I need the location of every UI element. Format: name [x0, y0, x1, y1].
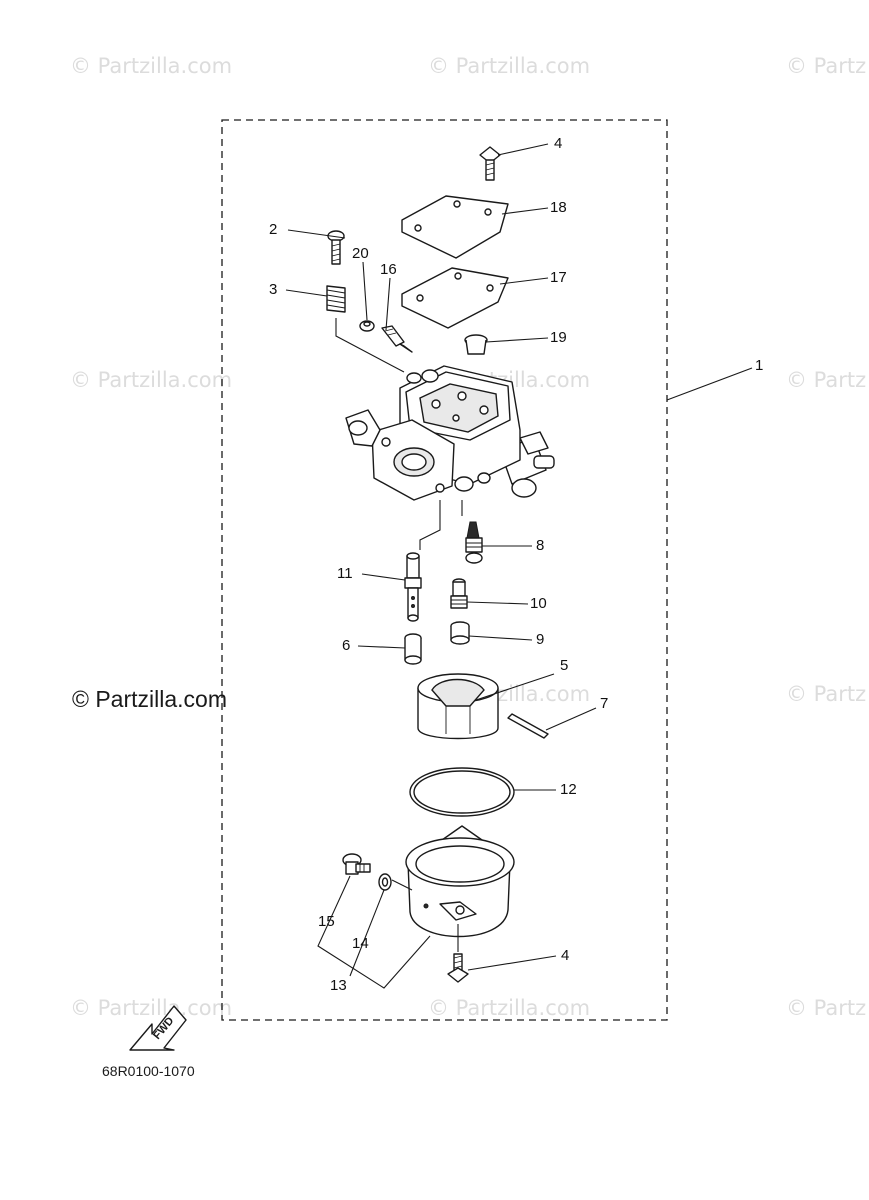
watermark: © Partz — [786, 996, 867, 1020]
watermark: © Partzilla.com — [70, 54, 233, 78]
callout-9: 9 — [536, 631, 545, 648]
callout-6: 6 — [342, 637, 351, 654]
leader-lines — [285, 143, 753, 989]
part-4-bottom-screw — [447, 953, 469, 983]
watermark: © Partzilla.com — [428, 54, 591, 78]
callout-18: 18 — [550, 199, 567, 216]
callout-16: 16 — [380, 261, 397, 278]
part-6-pilot-jet — [404, 633, 422, 665]
part-12-o-ring — [409, 767, 515, 817]
callout-19: 19 — [550, 329, 567, 346]
part-13-float-bowl — [405, 825, 515, 938]
callout-8: 8 — [536, 537, 545, 554]
part-18-cover — [401, 195, 509, 259]
callout-5: 5 — [560, 657, 569, 674]
part-10-jet — [450, 578, 468, 609]
part-3-spring — [326, 285, 346, 313]
callout-14: 14 — [352, 935, 369, 952]
part-16-needle — [381, 325, 413, 353]
part-7-pin — [507, 713, 549, 739]
callout-2: 2 — [269, 221, 278, 238]
callout-15: 15 — [318, 913, 335, 930]
callout-4-top: 4 — [554, 135, 563, 152]
part-5-float — [417, 673, 499, 740]
watermark: © Partzilla.com — [70, 368, 233, 392]
callout-20: 20 — [352, 245, 369, 262]
part-17-gasket — [401, 267, 509, 329]
part-4-top-screw — [479, 146, 501, 181]
callout-10: 10 — [530, 595, 547, 612]
watermark: © Partz — [786, 682, 867, 706]
part-20-nut — [359, 320, 375, 332]
watermark: © Partz — [786, 54, 867, 78]
callout-3: 3 — [269, 281, 278, 298]
callout-11: 11 — [337, 565, 353, 582]
callout-7: 7 — [600, 695, 609, 712]
watermark: © Partzilla.com — [70, 996, 233, 1020]
part-8-needle-valve — [465, 521, 483, 564]
callout-1: 1 — [755, 357, 764, 374]
part-14-washer — [378, 873, 392, 891]
diagram-code: 68R0100-1070 — [102, 1063, 195, 1079]
watermark: © Partzilla.com — [428, 996, 591, 1020]
fwd-arrow-icon: FWD — [129, 1005, 187, 1051]
callout-12: 12 — [560, 781, 577, 798]
part-1-carburetor-body — [345, 365, 555, 501]
assembly-boundary — [221, 119, 668, 1021]
part-19-plug — [464, 334, 488, 355]
partzilla-watermark: © Partzilla.com — [72, 686, 227, 712]
part-2-screw — [327, 230, 345, 265]
callout-13: 13 — [330, 977, 347, 994]
callout-17: 17 — [550, 269, 567, 286]
part-11-emulsion-tube — [404, 552, 422, 622]
part-9-main-jet — [450, 621, 470, 645]
callout-4-bottom: 4 — [561, 947, 570, 964]
part-15-drain-screw — [342, 853, 371, 875]
watermark: © Partz — [786, 368, 867, 392]
